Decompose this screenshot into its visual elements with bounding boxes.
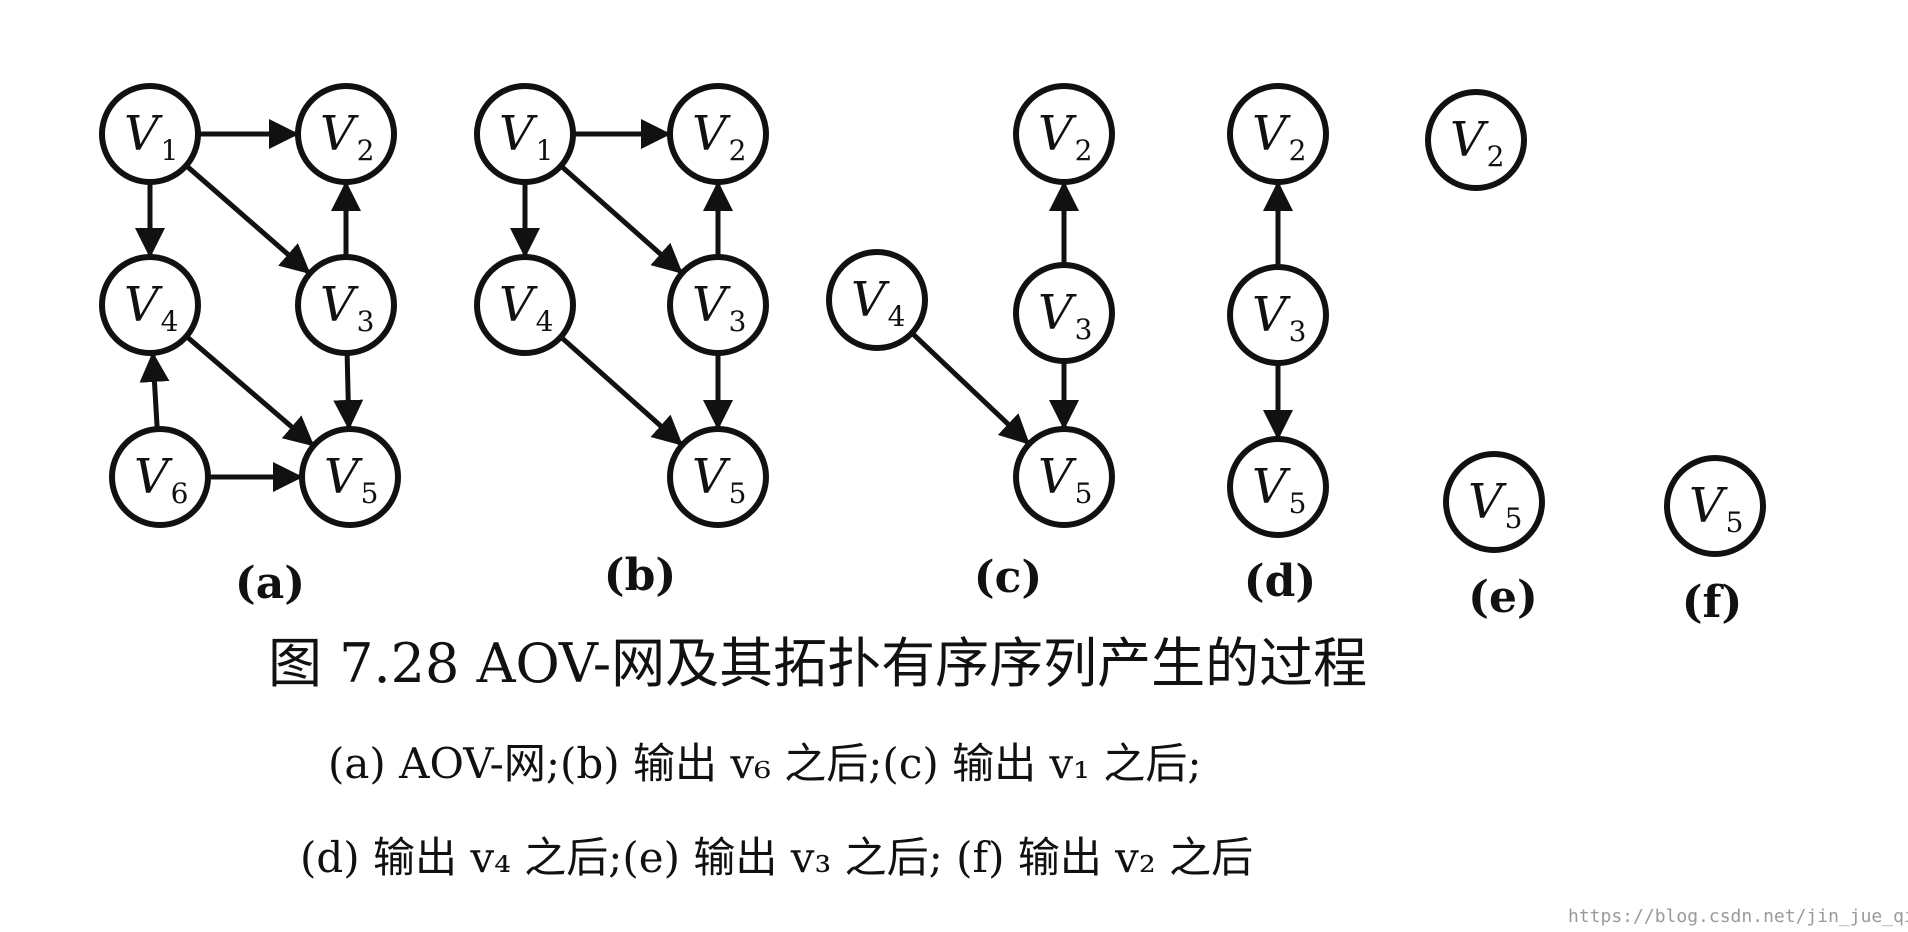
node-v3: V3 [1013, 262, 1115, 364]
node-circle [1013, 83, 1115, 185]
node-circle [299, 426, 401, 528]
node-circle [1013, 262, 1115, 364]
node-v5: V5 [1227, 436, 1329, 538]
panel-label: (f) [1682, 577, 1743, 628]
node-v2: V2 [1425, 89, 1527, 191]
node-circle [1013, 426, 1115, 528]
node-circle [109, 426, 211, 528]
graph-panel-f: V5 (f) [1664, 455, 1766, 628]
node-v1: V1 [474, 83, 576, 185]
node-circle [474, 254, 576, 356]
node-v5: V5 [299, 426, 401, 528]
node-circle [667, 83, 769, 185]
edge-v3-to-v5 [333, 352, 364, 431]
panel-label: (e) [1468, 572, 1538, 623]
edge-v1-to-v3 [559, 163, 683, 274]
edge-v4-to-v5 [910, 331, 1030, 445]
node-circle [295, 254, 397, 356]
node-circle [1425, 89, 1527, 191]
node-circle [474, 83, 576, 185]
node-circle [667, 254, 769, 356]
node-v5: V5 [1443, 451, 1545, 553]
edge-v4-to-v5 [559, 335, 683, 446]
node-circle [1227, 83, 1329, 185]
panel-label: (b) [604, 550, 676, 601]
node-v3: V3 [295, 254, 397, 356]
edge-v1-to-v3 [184, 163, 311, 275]
node-circle [826, 249, 928, 351]
node-circle [99, 83, 201, 185]
edge-v6-to-v4 [139, 351, 170, 430]
panel-label: (a) [235, 558, 305, 609]
node-v3: V3 [1227, 264, 1329, 366]
node-v2: V2 [667, 83, 769, 185]
node-circle [295, 83, 397, 185]
node-circle [1227, 436, 1329, 538]
node-v4: V4 [826, 249, 928, 351]
node-v2: V2 [295, 83, 397, 185]
node-v2: V2 [1013, 83, 1115, 185]
node-v6: V6 [109, 426, 211, 528]
node-label: V2 [1038, 106, 1093, 167]
figure-caption-line-2: (d) 输出 v₄ 之后;(e) 输出 v₃ 之后; (f) 输出 v₂ 之后 [300, 833, 1253, 882]
node-label: V3 [1252, 287, 1307, 348]
node-circle [99, 254, 201, 356]
node-v4: V4 [474, 254, 576, 356]
node-v2: V2 [1227, 83, 1329, 185]
node-v3: V3 [667, 254, 769, 356]
node-v4: V4 [99, 254, 201, 356]
node-circle [1664, 455, 1766, 557]
node-label: V5 [1252, 459, 1307, 520]
node-circle [1227, 264, 1329, 366]
node-circle [1443, 451, 1545, 553]
node-v5: V5 [1664, 455, 1766, 557]
panel-label: (d) [1244, 556, 1316, 607]
node-v1: V1 [99, 83, 201, 185]
node-v5: V5 [667, 426, 769, 528]
panel-label: (c) [974, 552, 1042, 603]
watermark-url: https://blog.csdn.net/jin_jue_qi [1568, 906, 1908, 927]
figure-caption-line-1: (a) AOV-网;(b) 输出 v₆ 之后;(c) 输出 v₁ 之后; [328, 739, 1202, 788]
node-v5: V5 [1013, 426, 1115, 528]
figure-caption-title: 图 7.28 AOV-网及其拓扑有序序列产生的过程 [268, 632, 1367, 695]
edge-v4-to-v5 [184, 334, 315, 447]
node-circle [667, 426, 769, 528]
